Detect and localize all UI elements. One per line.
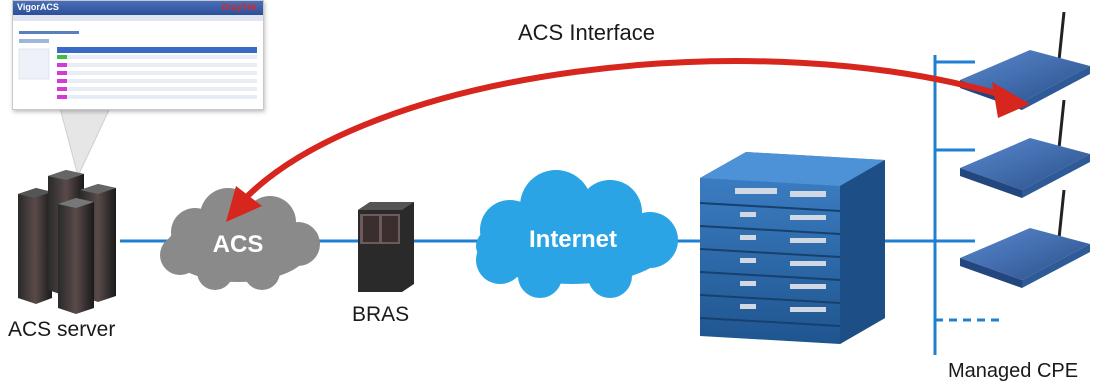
acs-cloud-label: ACS xyxy=(212,231,264,258)
router-icon xyxy=(960,11,1090,288)
acs-server-label: ACS server xyxy=(8,318,116,341)
screenshot-brand: DrayTek xyxy=(222,2,257,12)
bras-icon xyxy=(358,202,414,292)
acs-interface-arrow xyxy=(226,58,1030,222)
acs-interface-label: ACS Interface xyxy=(518,20,655,45)
screenshot-callout-tail xyxy=(59,107,111,178)
internet-cloud-icon xyxy=(476,170,678,298)
arrowhead-left-icon xyxy=(226,186,262,222)
bras-label: BRAS xyxy=(352,303,410,326)
acs-dashboard-screenshot: VigorACS DrayTek xyxy=(12,0,264,110)
screenshot-titlebar: VigorACS DrayTek xyxy=(13,1,263,15)
switch-stack-icon xyxy=(699,152,885,344)
internet-cloud-label: Internet xyxy=(528,226,617,253)
arrowhead-right-icon xyxy=(992,82,1030,118)
server-icon xyxy=(18,170,116,314)
screenshot-content xyxy=(13,15,263,99)
managed-cpe-label: Managed CPE xyxy=(948,360,1079,382)
screenshot-logo: VigorACS xyxy=(17,2,59,12)
